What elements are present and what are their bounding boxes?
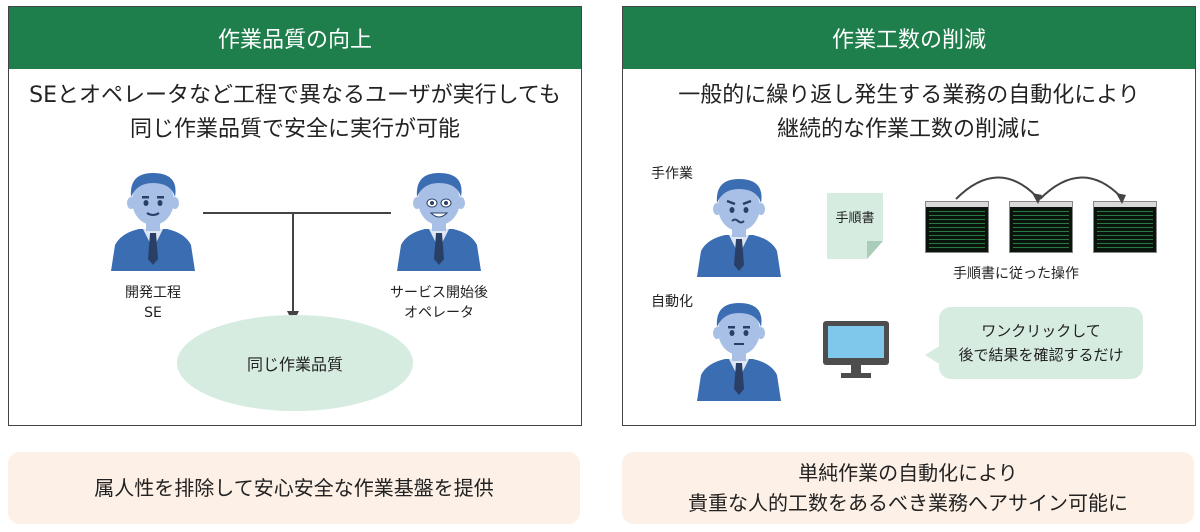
monitor-icon: [823, 321, 889, 379]
bubble-line1: ワンクリックして: [981, 319, 1101, 343]
quality-footer: 属人性を排除して安心安全な作業基盤を提供: [8, 452, 580, 524]
operator-person-icon: [393, 167, 485, 271]
se-label-line2: SE: [103, 303, 203, 323]
operator-label-line2: オペレータ: [369, 303, 509, 323]
reduction-footer-line2: 貴重な人的工数をあるべき業務へアサイン可能に: [688, 488, 1128, 518]
se-label-line1: 開発工程: [103, 283, 203, 303]
operator-label: サービス開始後 オペレータ: [369, 283, 509, 323]
reduction-footer: 単純作業の自動化により 貴重な人的工数をあるべき業務へアサイン可能に: [622, 452, 1194, 524]
operation-label: 手順書に従った操作: [953, 263, 1079, 283]
reduction-panel: 作業工数の削減 一般的に繰り返し発生する業務の自動化により 継続的な作業工数の削…: [622, 6, 1196, 426]
same-quality-label: 同じ作業品質: [247, 351, 343, 375]
operator-label-line1: サービス開始後: [369, 283, 509, 303]
reduction-footer-line1: 単純作業の自動化により: [798, 458, 1018, 488]
one-click-bubble: ワンクリックして 後で結果を確認するだけ: [939, 307, 1143, 379]
quality-panel: 作業品質の向上 SEとオペレータなど工程で異なるユーザが実行しても 同じ作業品質…: [8, 6, 582, 426]
se-person-icon: [107, 167, 199, 271]
bubble-line2: 後で結果を確認するだけ: [958, 343, 1123, 367]
quality-footer-text: 属人性を排除して安心安全な作業基盤を提供: [94, 473, 493, 503]
se-label: 開発工程 SE: [103, 283, 203, 323]
same-quality-ellipse: 同じ作業品質: [177, 315, 413, 411]
